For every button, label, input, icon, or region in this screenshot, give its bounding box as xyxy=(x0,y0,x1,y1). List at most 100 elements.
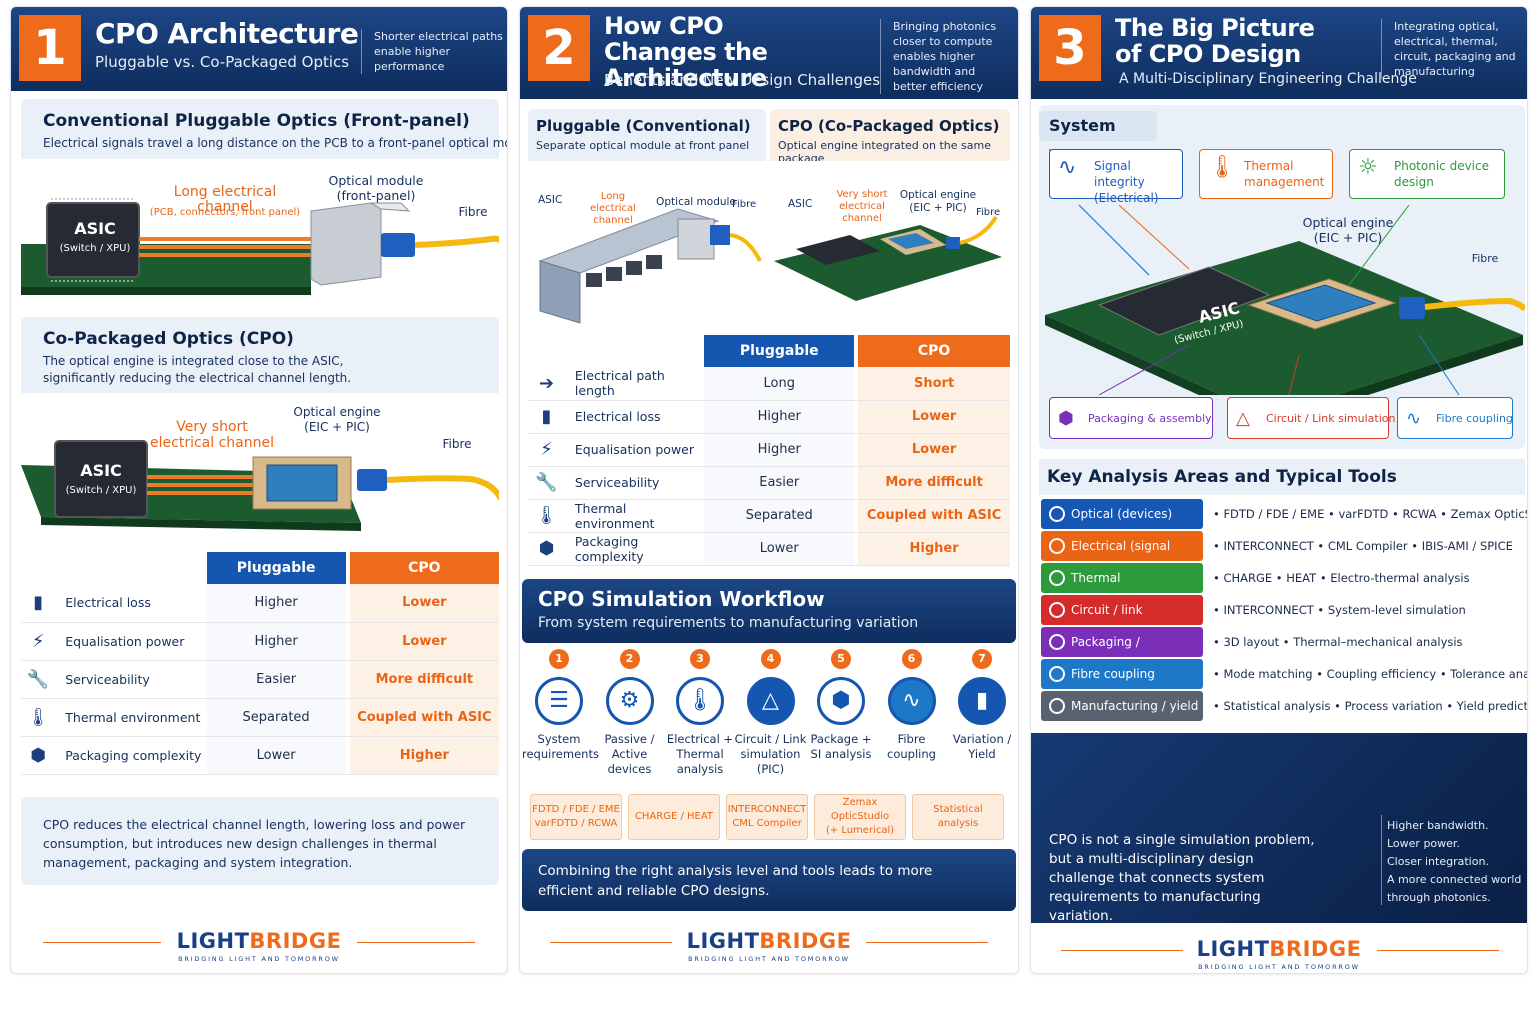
workflow-tool-label: Zemax OpticStudio (+ Lumerical) xyxy=(814,794,906,840)
pluggable-value: Lower xyxy=(704,532,855,566)
step-label: Package + SI analysis xyxy=(810,732,872,761)
pluggable-value: Easier xyxy=(704,466,855,500)
key-area-label-text: Thermal xyxy=(1071,571,1121,585)
thermometer-icon: 🌡 xyxy=(21,698,56,737)
spacer xyxy=(345,660,350,699)
key-area-label-text: Fibre coupling xyxy=(1071,667,1155,681)
network-icon: △ xyxy=(1236,408,1250,429)
closing-main-text: CPO is not a single simulation problem, … xyxy=(1049,832,1315,924)
spacer xyxy=(854,367,859,401)
pluggable-value: Higher xyxy=(206,584,346,623)
cpo-value: Coupled with ASIC xyxy=(349,698,499,737)
cube-icon: ⬢ xyxy=(817,677,865,725)
system-card-label: Packaging & assembly xyxy=(1088,412,1212,425)
key-area-tools: • INTERCONNECT • System-level simulation xyxy=(1213,603,1466,617)
system-card-label: Circuit / Link simulation xyxy=(1266,412,1396,425)
key-area-row: Optical (devices) • FDTD / FDE / EME • va… xyxy=(1041,499,1528,529)
spacer xyxy=(854,400,859,434)
row-label: Thermal environment xyxy=(564,499,705,533)
key-areas-title: Key Analysis Areas and Typical Tools xyxy=(1039,459,1525,495)
thermometer-icon: 🌡 xyxy=(528,499,565,533)
key-area-tools: • CHARGE • HEAT • Electro-thermal analys… xyxy=(1213,571,1470,585)
p2-cpo-asic-label: ASIC xyxy=(788,198,813,210)
key-areas-list: Optical (devices) • FDTD / FDE / EME • va… xyxy=(1031,499,1528,731)
key-area-row: Fibre coupling• Mode matching • Coupling… xyxy=(1041,659,1527,689)
area-icon xyxy=(1049,634,1065,650)
step-label: Fibre coupling xyxy=(887,732,936,761)
panel1-subtitle: Pluggable vs. Co-Packaged Optics xyxy=(95,53,350,71)
waveform-icon: ∿ xyxy=(1058,155,1077,180)
p2-optical-engine-label: Optical engine (EIC + PIC) xyxy=(899,189,977,214)
logo-tagline: BRIDGING LIGHT AND TOMORROW xyxy=(1198,963,1360,971)
system-view-section: System View ∿Signal integrity (Electrica… xyxy=(1039,105,1525,449)
workflow-tool-label: FDTD / FDE / EME varFDTD / RCWA xyxy=(530,794,622,840)
workflow-title: CPO Simulation Workflow xyxy=(538,587,825,611)
pluggable-box-title: Pluggable (Conventional) xyxy=(536,117,751,135)
system-card-label: Signal integrity (Electrical) xyxy=(1094,159,1159,205)
key-area-label-text: Circuit / link xyxy=(1071,603,1143,617)
row-label: Serviceability xyxy=(564,466,705,500)
key-area-tools: • Statistical analysis • Process variati… xyxy=(1213,699,1528,713)
pluggable-value: Higher xyxy=(206,622,346,661)
p2-fibre-label: Fibre xyxy=(732,199,757,210)
long-channel-label: Long electrical channel xyxy=(173,184,277,215)
cpo-diagram: ASIC (Switch / XPU) Very short electrica… xyxy=(21,393,504,542)
panel1-summary: CPO reduces the electrical channel lengt… xyxy=(21,797,499,885)
spacer xyxy=(854,433,859,467)
cpo-section-desc: The optical engine is integrated close t… xyxy=(43,354,352,385)
key-area-row: Electrical (signal integrity)• INTERCONN… xyxy=(1041,531,1527,583)
cpo-board-illustration xyxy=(21,440,504,531)
panel2-title: How CPO Changes the Architecture xyxy=(604,12,768,92)
system-card: ☼Photonic device design xyxy=(1349,149,1505,199)
pluggable-value: Separated xyxy=(704,499,855,533)
cpo-value: Lower xyxy=(349,584,499,623)
cube-icon: ⬢ xyxy=(1058,408,1074,429)
panel1-side-note: Shorter electrical paths enable higher p… xyxy=(361,29,507,74)
key-area-label: Electrical (signal integrity) xyxy=(1041,531,1203,583)
row-label: Equalisation power xyxy=(564,433,705,467)
p2-col-pluggable: Pluggable xyxy=(704,335,855,367)
step-label: Passive / Active devices xyxy=(604,732,655,776)
panel1-summary-text: CPO reduces the electrical channel lengt… xyxy=(43,817,466,870)
panel2-side-note: Bringing photonics closer to compute ena… xyxy=(880,19,1004,94)
p2-col-cpo: CPO xyxy=(858,335,1010,367)
long-channel-sublabel: (PCB, connectors, front panel) xyxy=(149,207,301,218)
logo-bridge: BRIDGE xyxy=(1269,937,1362,961)
system-card-label: Fibre coupling xyxy=(1436,412,1513,425)
bar-chart-icon: ▮ xyxy=(958,677,1006,725)
key-area-label: Optical (devices) xyxy=(1041,499,1203,529)
row-label: Electrical loss xyxy=(55,584,207,623)
fibre-icon: ∿ xyxy=(887,677,936,725)
row-label: Serviceability xyxy=(55,660,207,699)
thermometer-icon: 🌡 xyxy=(676,677,724,725)
pluggable-value: Higher xyxy=(704,400,855,434)
step-number: 2 xyxy=(619,649,640,669)
cpo-box: CPO (Co-Packaged Optics) Optical engine … xyxy=(770,109,1010,327)
pluggable-box: Pluggable (Conventional) Separate optica… xyxy=(528,109,766,327)
system-card: 🌡Thermal management xyxy=(1199,149,1333,199)
key-area-row: Circuit / link • INTERCONNECT • System-le… xyxy=(1041,595,1527,625)
step-number: 6 xyxy=(901,649,922,669)
key-area-tools: • FDTD / FDE / EME • varFDTD • RCWA • Ze… xyxy=(1213,507,1528,521)
sun-icon: ☼ xyxy=(1358,155,1378,180)
pluggable-value: Long xyxy=(704,367,855,401)
step-number: 5 xyxy=(831,649,851,669)
optical-module-label: Optical module (front-panel) xyxy=(328,173,424,203)
lightning-icon: ⚡ xyxy=(528,433,565,467)
cube-icon: ⬢ xyxy=(21,736,56,775)
row-label: Packaging complexity xyxy=(564,532,705,566)
panel-big-picture: 3 The Big Picture of CPO Design A Multi-… xyxy=(1030,6,1528,974)
workflow-step: 2⚙Passive / Active devices xyxy=(593,649,667,777)
key-area-label: Circuit / link xyxy=(1041,595,1203,625)
closing-banner: CPO is not a single simulation problem, … xyxy=(1031,733,1527,924)
cpo-value: Higher xyxy=(349,736,499,775)
workflow-footer-text: Combining the right analysis level and t… xyxy=(538,863,933,899)
system-card: △ Circuit / Link simulation xyxy=(1227,397,1395,439)
cpo-value: More difficult xyxy=(349,660,499,699)
